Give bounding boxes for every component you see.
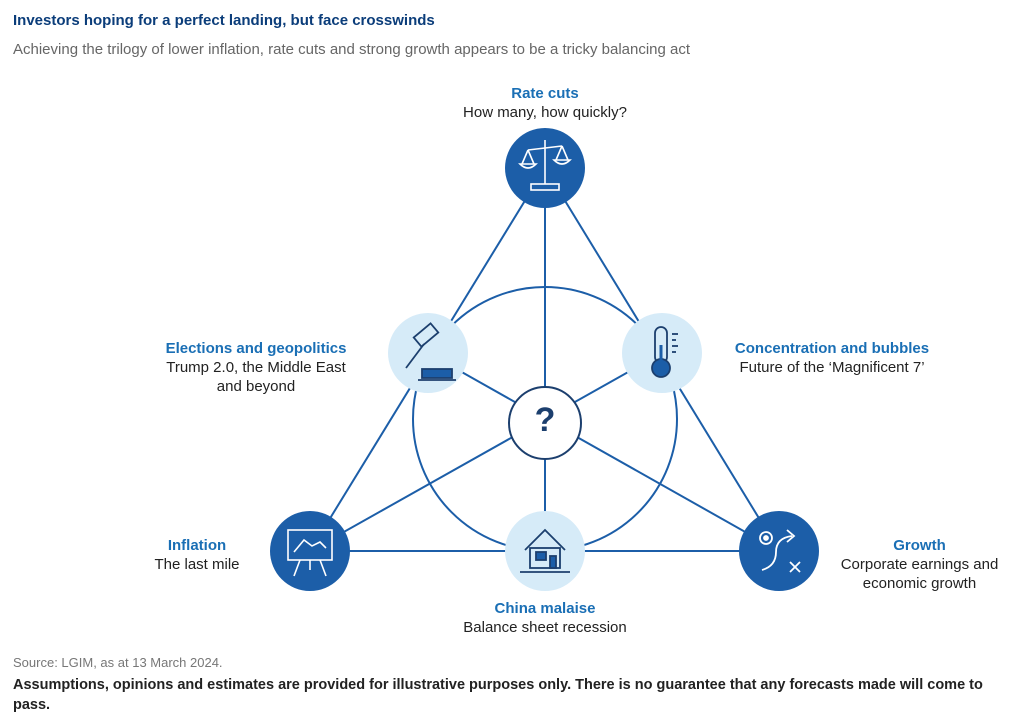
china-desc: Balance sheet recession: [463, 619, 627, 636]
growth-label: Growth Corporate earnings and economic g…: [827, 536, 1012, 593]
growth-node: [739, 511, 819, 591]
chart-board-icon: [287, 529, 333, 577]
center-node: [508, 386, 582, 460]
concentration-desc: Future of the ‘Magnificent 7’: [739, 359, 925, 376]
elections-desc-line2: and beyond: [216, 378, 296, 395]
elections-desc-line1: Trump 2.0, the Middle East: [166, 359, 346, 376]
growth-desc-line2: economic growth: [862, 575, 977, 592]
connector-lines: [309, 167, 780, 552]
rate-cuts-title: Rate cuts: [511, 85, 579, 102]
concentration-label: Concentration and bubbles Future of the …: [722, 339, 942, 377]
rate-cuts-desc: How many, how quickly?: [463, 104, 627, 121]
growth-title: Growth: [893, 537, 946, 554]
inflation-desc: The last mile: [154, 556, 240, 573]
source-note: Source: LGIM, as at 13 March 2024.: [13, 655, 223, 670]
disclaimer: Assumptions, opinions and estimates are …: [13, 677, 983, 713]
gavel-icon: [405, 322, 456, 381]
inflation-node: [270, 511, 350, 591]
elections-title: Elections and geopolitics: [165, 340, 347, 357]
elections-node: [388, 313, 468, 393]
rate-cuts-label: Rate cuts How many, how quickly?: [445, 84, 645, 122]
rate-cuts-node: [505, 128, 585, 208]
chart-title: Investors hoping for a perfect landing, …: [13, 12, 435, 29]
elections-label: Elections and geopolitics Trump 2.0, the…: [146, 339, 366, 396]
concentration-title: Concentration and bubbles: [734, 340, 930, 357]
house-icon: [520, 528, 570, 573]
china-node: [505, 511, 585, 591]
center-question-mark: ?: [534, 401, 556, 439]
strategy-path-icon: [759, 529, 801, 573]
growth-desc-line1: Corporate earnings and: [840, 556, 999, 573]
chart-subtitle: Achieving the trilogy of lower inflation…: [13, 41, 691, 58]
inflation-title: Inflation: [167, 537, 227, 554]
thermometer-icon: [651, 326, 678, 378]
china-title: China malaise: [494, 600, 596, 617]
china-label: China malaise Balance sheet recession: [445, 599, 645, 637]
concentration-node: [622, 313, 702, 393]
inflation-label: Inflation The last mile: [122, 536, 272, 574]
scales-icon: [518, 140, 572, 191]
